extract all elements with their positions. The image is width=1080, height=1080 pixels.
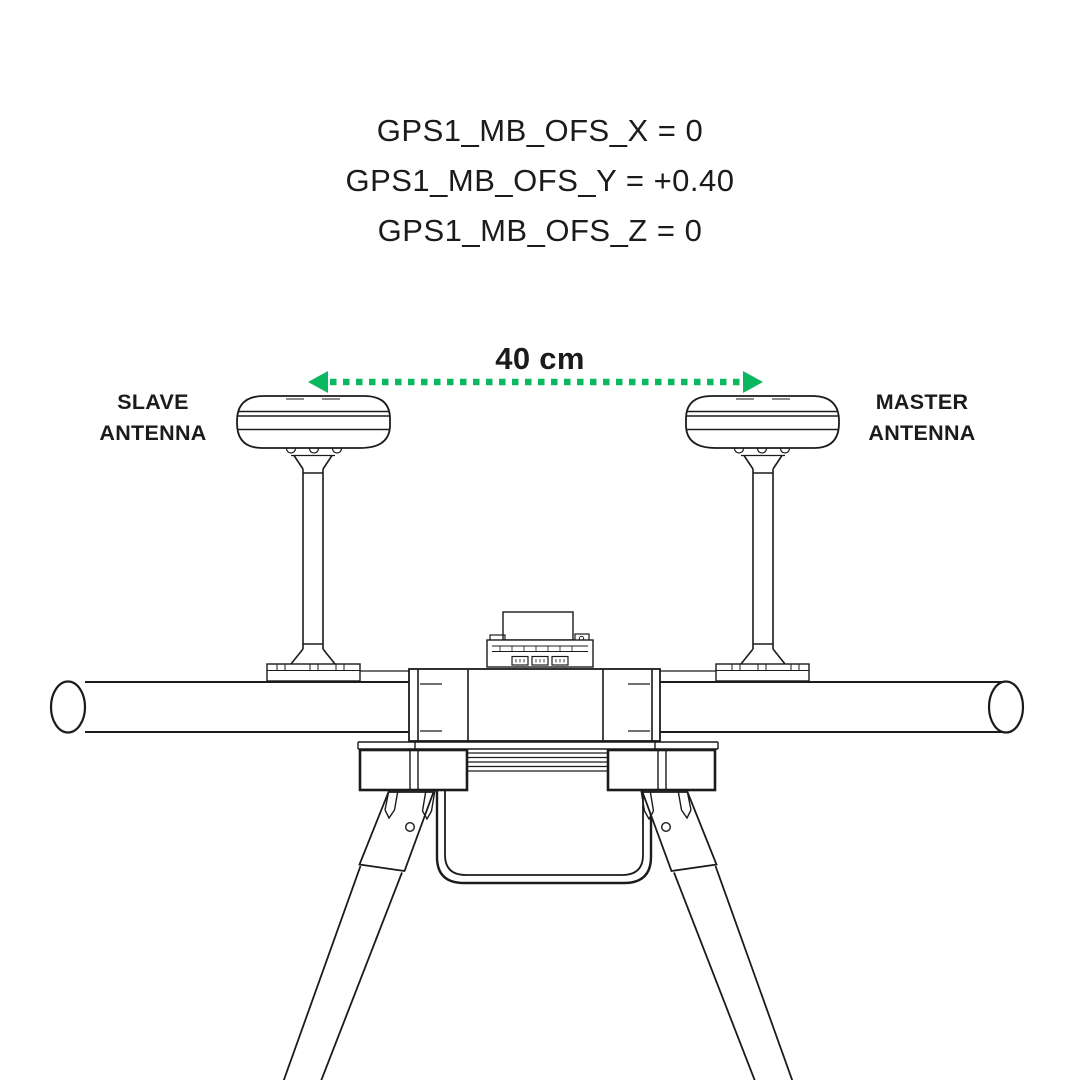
gps-ofs-z-line: GPS1_MB_OFS_Z = 0: [377, 213, 703, 248]
master-antenna-label-line2: ANTENNA: [868, 421, 976, 445]
slave-antenna-label: SLAVE ANTENNA: [53, 387, 253, 449]
gps-antenna-slave-drawing: [236, 395, 391, 682]
carry-handle: [435, 791, 653, 885]
gps-ofs-y-line: GPS1_MB_OFS_Y = +0.40: [345, 163, 735, 198]
flight-controller-ports: [511, 655, 569, 666]
slave-antenna-label-line2: ANTENNA: [99, 421, 207, 445]
master-antenna-label-line1: MASTER: [875, 390, 969, 414]
gps-offset-parameters: GPS1_MB_OFS_X = 0 GPS1_MB_OFS_Y = +0.40 …: [0, 106, 1080, 256]
landing-gear-left: [282, 789, 436, 1080]
arrowhead-left-icon: [308, 371, 328, 393]
antenna-distance-label: 40 cm: [495, 341, 585, 376]
master-antenna-label: MASTER ANTENNA: [822, 387, 1022, 449]
arrowhead-right-icon: [743, 371, 763, 393]
tube-end-right: [987, 680, 1025, 734]
gps-antenna-master-drawing: [685, 395, 840, 682]
battery-mounts: [358, 748, 717, 792]
slave-antenna-label-line1: SLAVE: [117, 390, 189, 414]
landing-gear-right: [640, 789, 794, 1080]
center-frame: [357, 668, 719, 750]
gps-ofs-x-line: GPS1_MB_OFS_X = 0: [376, 113, 704, 148]
dimension-arrow: [308, 371, 763, 393]
flight-controller: [486, 611, 594, 668]
tube-end-left: [49, 680, 87, 734]
